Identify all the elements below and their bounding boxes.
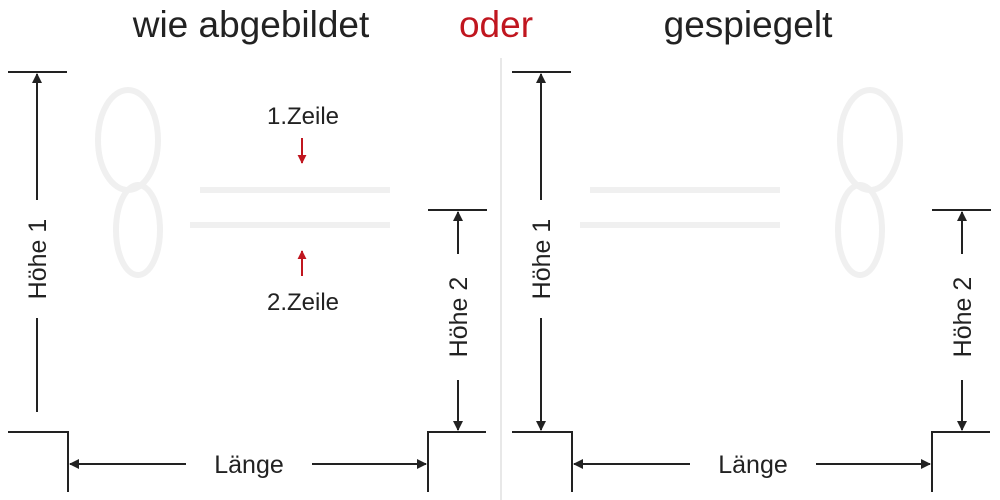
right-hoehe1-label: Höhe 1 xyxy=(528,219,556,300)
watermark-logo-left xyxy=(95,87,390,278)
right-notch-left xyxy=(512,431,573,492)
right-panel xyxy=(512,71,991,492)
left-notch-left xyxy=(8,431,69,492)
right-hoehe2-label: Höhe 2 xyxy=(949,277,977,358)
heading-oder: oder xyxy=(459,4,533,45)
left-notch-right xyxy=(427,431,486,492)
heading-wie-abgebildet: wie abgebildet xyxy=(132,4,370,45)
left-panel xyxy=(8,71,487,492)
watermark-logo-right xyxy=(580,87,903,278)
left-hoehe1-label: Höhe 1 xyxy=(24,219,52,300)
left-hoehe2-label: Höhe 2 xyxy=(445,277,473,358)
zeile1-label: 1.Zeile xyxy=(267,103,339,130)
left-laenge-label: Länge xyxy=(214,451,284,479)
heading-gespiegelt: gespiegelt xyxy=(664,4,833,45)
right-notch-right xyxy=(931,431,990,492)
right-laenge-label: Länge xyxy=(718,451,788,479)
zeile2-label: 2.Zeile xyxy=(267,289,339,316)
